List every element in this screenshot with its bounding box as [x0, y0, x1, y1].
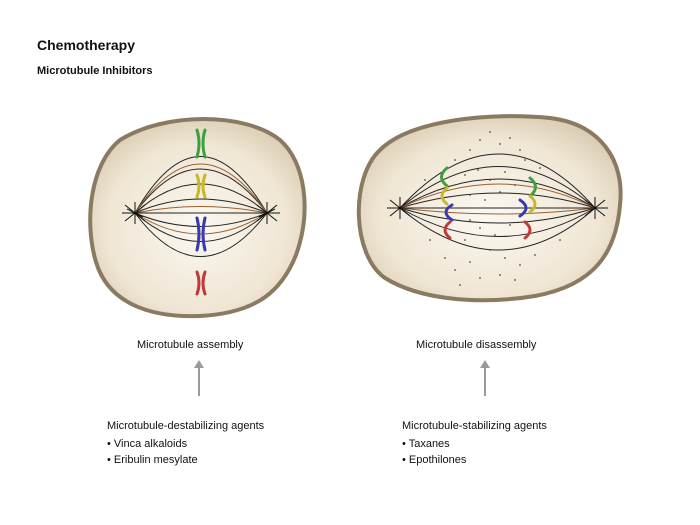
right-process-label: Microtubule disassembly	[416, 339, 537, 351]
left-centrosome-1	[122, 202, 148, 224]
left-spindle-fibers	[134, 156, 268, 257]
chromosome-green-right	[528, 176, 537, 198]
left-chromosomes	[195, 128, 207, 296]
chromosome-green-left	[440, 166, 449, 188]
left-agent-class: Microtubule-destabilizing agents	[107, 420, 265, 432]
right-agent-item: • Epothilones	[402, 454, 467, 466]
right-up-arrow	[480, 360, 490, 396]
left-centrosome-2	[254, 202, 280, 224]
chromosome-yellow	[195, 173, 207, 199]
left-agent-item: • Eribulin mesylate	[107, 454, 198, 466]
tubulin-fragments	[424, 131, 561, 286]
chromosome-yellow-left	[440, 186, 449, 206]
left-up-arrow	[194, 360, 204, 396]
right-chromosomes	[440, 166, 537, 240]
page-subtitle: Microtubule Inhibitors	[37, 65, 153, 77]
chromosome-red	[195, 270, 207, 296]
left-agent-item: • Vinca alkaloids	[107, 438, 188, 450]
right-agent-item: • Taxanes	[402, 438, 450, 450]
chromosome-green	[195, 128, 207, 159]
right-spindle-fibers	[399, 153, 596, 251]
chromosome-yellow-right	[528, 194, 537, 214]
page-title: Chemotherapy	[37, 37, 136, 53]
chromosome-red-left	[443, 220, 452, 240]
left-cell	[88, 117, 307, 319]
right-agents-block: Microtubule-stabilizing agents • Taxanes…	[402, 418, 547, 468]
right-centrosome-2	[582, 197, 608, 219]
right-centrosome-1	[387, 197, 413, 219]
left-process-label: Microtubule assembly	[137, 339, 244, 351]
right-brown-fibers	[399, 183, 596, 215]
left-agents-block: Microtubule-destabilizing agents • Vinca…	[107, 418, 264, 468]
chromosome-blue-left	[444, 203, 454, 222]
right-agent-class: Microtubule-stabilizing agents	[402, 420, 547, 432]
right-cell	[356, 114, 623, 303]
chromosome-blue-right	[518, 198, 528, 218]
chromosome-red-right	[523, 220, 532, 240]
left-brown-fibers	[134, 163, 268, 235]
chromosome-blue	[195, 216, 207, 252]
